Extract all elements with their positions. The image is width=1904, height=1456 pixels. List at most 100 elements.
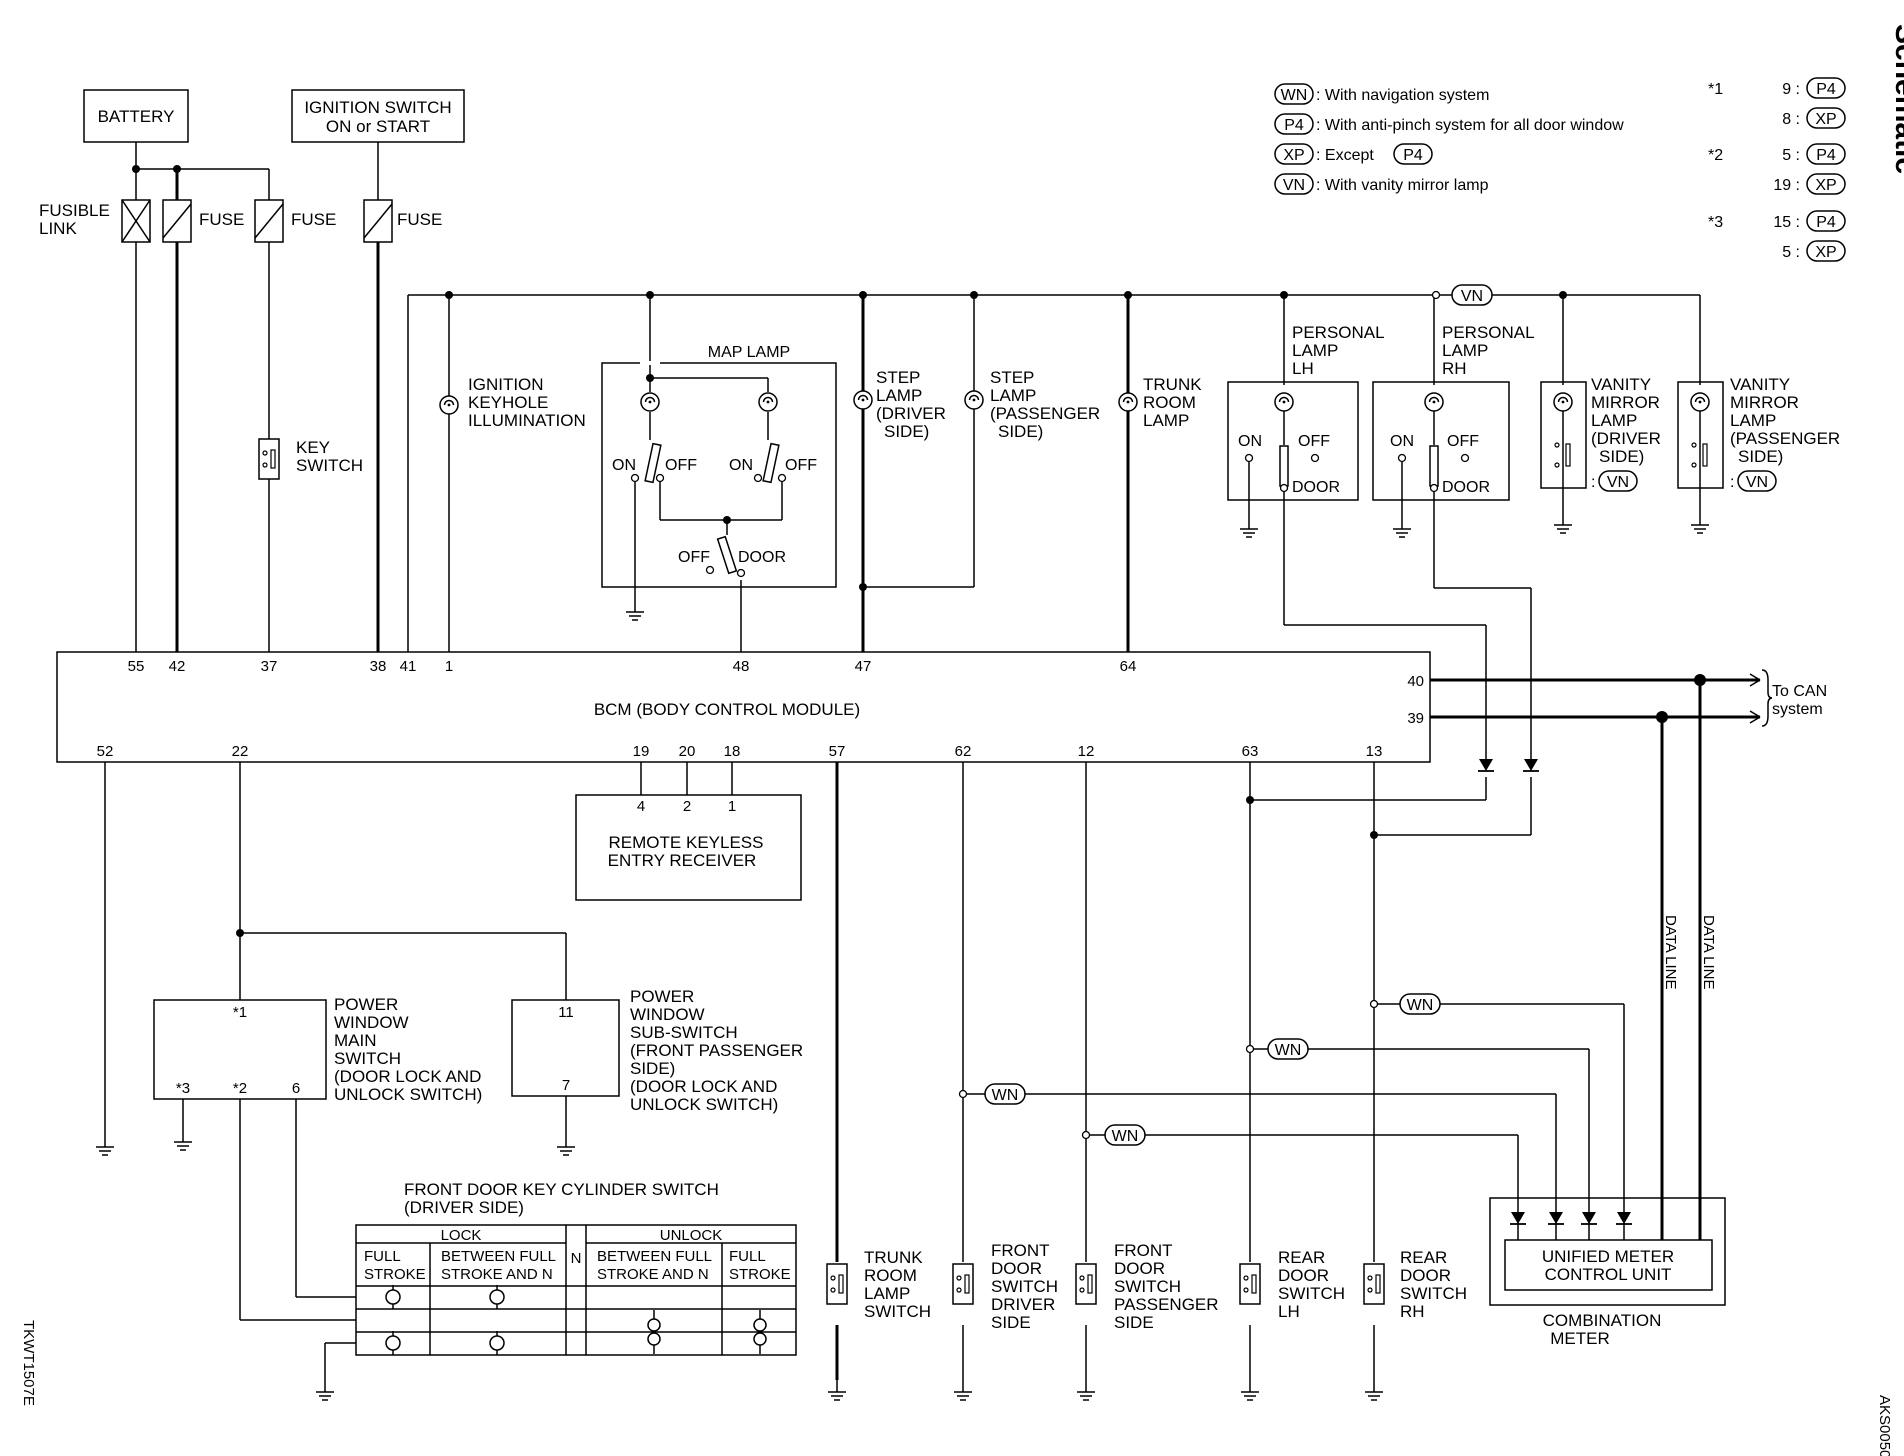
figure-code-left: TKWT1507E	[20, 1320, 37, 1406]
bcm-pin-55: 55	[128, 658, 145, 675]
svg-text:SWITCH: SWITCH	[991, 1277, 1058, 1296]
svg-text:BETWEEN FULL: BETWEEN FULL	[441, 1248, 556, 1265]
svg-text:LAMP: LAMP	[876, 386, 922, 405]
svg-text:N: N	[571, 1250, 582, 1267]
svg-text:*1: *1	[233, 1004, 247, 1021]
svg-text:LAMP: LAMP	[864, 1284, 910, 1303]
ground-bcm-52	[95, 1134, 115, 1156]
svg-text:LOCK: LOCK	[441, 1227, 482, 1244]
key-switch: KEY SWITCH	[258, 438, 363, 480]
note-mark: *3	[1708, 214, 1723, 231]
svg-text:VN: VN	[1607, 474, 1629, 491]
svg-text:SUB-SWITCH: SUB-SWITCH	[630, 1023, 738, 1042]
svg-text:OFF: OFF	[665, 457, 697, 474]
fusible-link: FUSIBLE LINK	[39, 199, 151, 243]
note-pin: 9 :	[1782, 81, 1800, 98]
svg-text:STROKE: STROKE	[364, 1266, 426, 1283]
svg-text:(DRIVER: (DRIVER	[876, 404, 946, 423]
front-door-switch-driver: FRONT DOOR SWITCH DRIVER SIDE	[952, 1241, 1058, 1401]
note-pin: 15 :	[1773, 214, 1800, 231]
svg-text:COMBINATION: COMBINATION	[1543, 1311, 1662, 1330]
svg-text:2: 2	[683, 798, 691, 815]
note-code: P4	[1816, 81, 1836, 98]
svg-text:WINDOW: WINDOW	[630, 1005, 705, 1024]
remote-keyless-receiver: 4 2 1 REMOTE KEYLESS ENTRY RECEIVER	[575, 794, 802, 901]
svg-text:ILLUMINATION: ILLUMINATION	[468, 411, 586, 430]
note-code: P4	[1816, 147, 1836, 164]
svg-text:DOOR: DOOR	[1278, 1266, 1329, 1285]
svg-text:SWITCH: SWITCH	[1114, 1277, 1181, 1296]
svg-text:PASSENGER: PASSENGER	[1114, 1295, 1219, 1314]
svg-text:ON: ON	[612, 457, 636, 474]
svg-text:(DOOR LOCK AND: (DOOR LOCK AND	[334, 1067, 481, 1086]
svg-text:OFF: OFF	[785, 457, 817, 474]
personal-lamp-lh: PERSONAL LAMP LH ON OFF DOOR	[1227, 323, 1385, 538]
svg-text:4: 4	[637, 798, 645, 815]
svg-text:FULL: FULL	[364, 1248, 401, 1265]
svg-text:DOOR: DOOR	[991, 1259, 1042, 1278]
svg-text:ROOM: ROOM	[1143, 393, 1196, 412]
note-code: XP	[1815, 111, 1836, 128]
svg-text:WN: WN	[1275, 1042, 1302, 1059]
svg-text::: :	[1591, 474, 1595, 491]
svg-text:STROKE AND N: STROKE AND N	[597, 1266, 709, 1283]
svg-text:1: 1	[728, 798, 736, 815]
data-line-label-2: DATA LINE	[1700, 915, 1717, 989]
svg-text:MIRROR: MIRROR	[1591, 393, 1660, 412]
can-label: To CAN system	[1749, 669, 1827, 727]
bcm-pin-42: 42	[169, 658, 186, 675]
svg-text:FUSIBLE: FUSIBLE	[39, 201, 110, 220]
svg-text:WN: WN	[1112, 1128, 1139, 1145]
svg-text:P4: P4	[1284, 117, 1304, 134]
svg-text:SWITCH: SWITCH	[864, 1302, 931, 1321]
svg-text:LAMP: LAMP	[990, 386, 1036, 405]
power-window-sub-switch: 11 7 POWER WINDOW SUB-SWITCH (FRONT PASS…	[511, 987, 803, 1156]
svg-text:TRUNK: TRUNK	[1143, 375, 1202, 394]
vn-tag-bus: VN	[1431, 284, 1493, 306]
rear-door-switch-lh: REAR DOOR SWITCH LH	[1239, 1248, 1345, 1401]
bcm-pin-62: 62	[955, 743, 972, 760]
svg-text:*3: *3	[176, 1080, 190, 1097]
battery: BATTERY	[83, 89, 189, 143]
personal-lamp-rh: PERSONAL LAMP RH ON OFF DOOR	[1372, 323, 1535, 538]
svg-text:UNLOCK SWITCH): UNLOCK SWITCH)	[630, 1095, 778, 1114]
bcm-pin-22: 22	[232, 743, 249, 760]
bcm-pin-20: 20	[679, 743, 696, 760]
note-mark: *2	[1708, 147, 1723, 164]
svg-text:WN: WN	[1281, 87, 1308, 104]
vanity-mirror-lamp-passenger: VANITY MIRROR LAMP (PASSENGER SIDE) : VN	[1677, 375, 1840, 534]
svg-text:RH: RH	[1400, 1302, 1425, 1321]
svg-text:OFF: OFF	[1447, 433, 1479, 450]
page-title: Schematic	[1889, 24, 1904, 174]
svg-text:STROKE AND N: STROKE AND N	[441, 1266, 553, 1283]
code-legend: WN : With navigation system P4 : With an…	[1274, 83, 1624, 195]
svg-text:VN: VN	[1746, 474, 1768, 491]
svg-text:REAR: REAR	[1400, 1248, 1447, 1267]
bcm-pin-47: 47	[855, 658, 872, 675]
svg-text:(DOOR LOCK AND: (DOOR LOCK AND	[630, 1077, 777, 1096]
svg-text:ON: ON	[1390, 433, 1414, 450]
svg-text:BETWEEN FULL: BETWEEN FULL	[597, 1248, 712, 1265]
svg-text:FUSE: FUSE	[291, 210, 336, 229]
svg-text:STEP: STEP	[990, 368, 1034, 387]
note-pin: 5 :	[1782, 147, 1800, 164]
svg-text:SWITCH: SWITCH	[1400, 1284, 1467, 1303]
wires	[104, 142, 1760, 1380]
svg-text:KEYHOLE: KEYHOLE	[468, 393, 548, 412]
diode-personal-rh	[1522, 758, 1540, 772]
svg-text:UNLOCK SWITCH): UNLOCK SWITCH)	[334, 1085, 482, 1104]
svg-text:(FRONT PASSENGER: (FRONT PASSENGER	[630, 1041, 803, 1060]
svg-text:VN: VN	[1461, 288, 1483, 305]
svg-text:CONTROL UNIT: CONTROL UNIT	[1545, 1265, 1672, 1284]
note-mark: *1	[1708, 81, 1723, 98]
svg-text:SIDE): SIDE)	[884, 422, 929, 441]
bcm-label: BCM (BODY CONTROL MODULE)	[594, 700, 860, 719]
trunk-room-lamp: TRUNK ROOM LAMP	[1118, 375, 1202, 430]
svg-text:FULL: FULL	[729, 1248, 766, 1265]
svg-text:(DRIVER: (DRIVER	[1591, 429, 1661, 448]
bcm-pin-48: 48	[733, 658, 750, 675]
svg-text:TRUNK: TRUNK	[864, 1248, 923, 1267]
svg-text:FUSE: FUSE	[199, 210, 244, 229]
